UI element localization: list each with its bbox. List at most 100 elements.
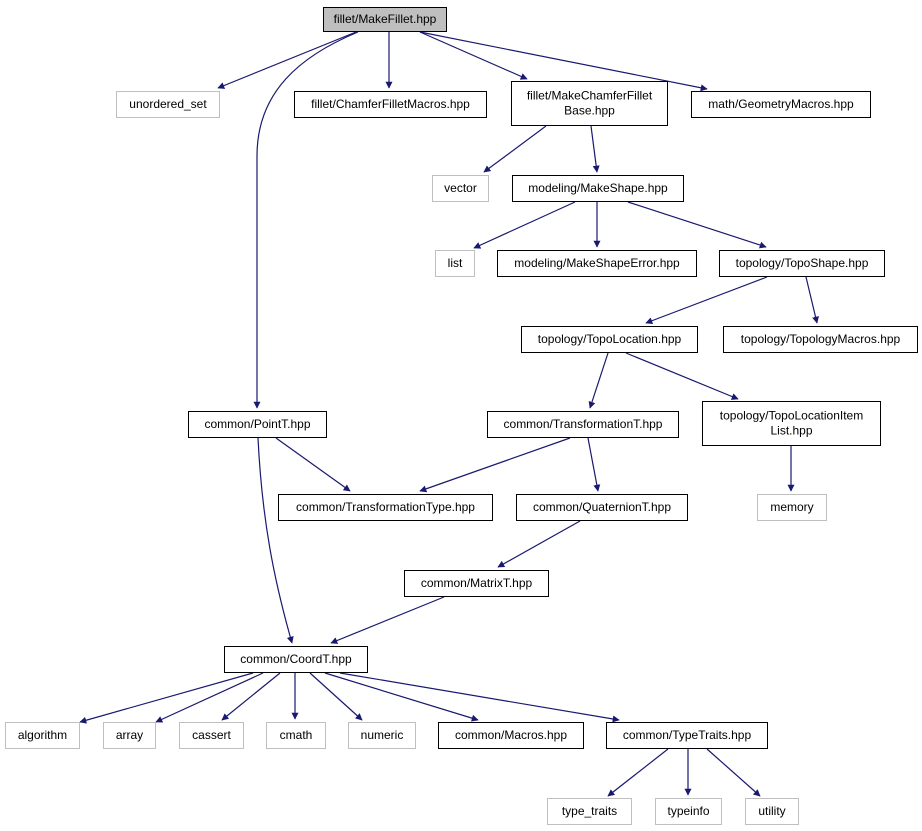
node-tshape[interactable]: topology/TopoShape.hpp — [719, 250, 885, 277]
node-label: fillet/MakeFillet.hpp — [334, 12, 437, 26]
edge-root-to-mcfb — [419, 31, 528, 80]
edge-mshape-to-list — [473, 201, 576, 249]
edge-root-to-point — [253, 31, 359, 409]
node-label: Base.hpp — [564, 104, 615, 118]
node-label: math/GeometryMacros.hpp — [708, 97, 854, 111]
node-box — [179, 722, 244, 749]
node-label: memory — [770, 500, 813, 514]
node-box — [511, 81, 668, 126]
node-label: common/Macros.hpp — [455, 728, 567, 742]
node-label: common/TransformationT.hpp — [504, 417, 663, 431]
node-cfm[interactable]: fillet/ChamferFilletMacros.hpp — [294, 91, 487, 118]
node-label: modeling/MakeShapeError.hpp — [514, 256, 680, 270]
edge-point-to-ttype — [275, 437, 351, 492]
node-tloc[interactable]: topology/TopoLocation.hpp — [521, 326, 698, 353]
node-label: common/PointT.hpp — [204, 417, 310, 431]
node-quat[interactable]: common/QuaternionT.hpp — [516, 494, 688, 521]
node-box — [266, 722, 326, 749]
node-utility: utility — [745, 798, 799, 825]
node-box — [719, 250, 885, 277]
node-algo: algorithm — [5, 722, 80, 749]
node-label: common/TransformationType.hpp — [296, 500, 475, 514]
node-cmath: cmath — [266, 722, 326, 749]
edge-trans-to-quat — [587, 437, 601, 492]
node-box — [655, 798, 722, 825]
node-box — [487, 411, 679, 438]
node-label: topology/TopoLocation.hpp — [538, 332, 682, 346]
node-label: modeling/MakeShape.hpp — [528, 181, 668, 195]
edge-coord-to-macros — [324, 672, 479, 722]
node-numeric: numeric — [348, 722, 416, 749]
node-matrix[interactable]: common/MatrixT.hpp — [404, 570, 549, 597]
node-box — [323, 7, 447, 32]
edge-tloc-to-trans — [588, 352, 609, 409]
node-box — [224, 646, 368, 673]
node-mserr[interactable]: modeling/MakeShapeError.hpp — [497, 250, 697, 277]
node-box — [512, 175, 684, 202]
node-box — [5, 722, 80, 749]
edge-matrix-to-coord — [330, 596, 445, 644]
node-box — [438, 722, 584, 749]
edge-coord-to-ttraits — [339, 672, 620, 723]
node-label: topology/TopoLocationItem — [720, 409, 863, 423]
edge-tloc-to-tlil — [625, 352, 739, 400]
node-label: cmath — [280, 728, 313, 742]
node-box — [702, 401, 881, 446]
node-box — [691, 91, 871, 118]
node-box — [103, 722, 156, 749]
edge-quat-to-matrix — [497, 520, 581, 568]
node-label: fillet/ChamferFilletMacros.hpp — [311, 97, 470, 111]
node-label: vector — [444, 181, 477, 195]
node-mshape[interactable]: modeling/MakeShape.hpp — [512, 175, 684, 202]
edge-mcfb-to-mshape — [590, 125, 600, 173]
node-label: topology/TopologyMacros.hpp — [741, 332, 901, 346]
edge-ttraits-to-typetr — [607, 748, 669, 797]
node-label: List.hpp — [770, 424, 812, 438]
node-label: cassert — [192, 728, 231, 742]
node-label: utility — [758, 804, 785, 818]
edge-tshape-to-tloc — [645, 276, 768, 325]
node-box — [723, 326, 918, 353]
node-tmac[interactable]: topology/TopologyMacros.hpp — [723, 326, 918, 353]
node-box — [294, 91, 487, 118]
node-label: common/QuaternionT.hpp — [533, 500, 671, 514]
edge-tshape-to-tmac — [805, 276, 819, 324]
edge-ttraits-to-utility — [706, 748, 761, 797]
node-uset: unordered_set — [116, 91, 220, 118]
node-ttraits[interactable]: common/TypeTraits.hpp — [606, 722, 768, 749]
node-label: topology/TopoShape.hpp — [736, 256, 869, 270]
edge-mcfb-to-vector — [483, 125, 547, 173]
node-label: list — [448, 256, 463, 270]
edge-mshape-to-tshape — [627, 201, 767, 249]
node-box — [404, 570, 549, 597]
node-macros[interactable]: common/Macros.hpp — [438, 722, 584, 749]
node-box — [188, 411, 327, 438]
edge-coord-to-cassert — [221, 672, 281, 721]
node-label: numeric — [361, 728, 404, 742]
node-label: fillet/MakeChamferFillet — [527, 89, 653, 103]
node-trans[interactable]: common/TransformationT.hpp — [487, 411, 679, 438]
node-coord[interactable]: common/CoordT.hpp — [224, 646, 368, 673]
nodes-layer: fillet/MakeFillet.hpp unordered_set fillet… — [5, 7, 918, 825]
node-label: common/MatrixT.hpp — [421, 576, 533, 590]
node-label: typeinfo — [667, 804, 709, 818]
edge-root-to-geom — [419, 31, 708, 92]
node-geom[interactable]: math/GeometryMacros.hpp — [691, 91, 871, 118]
node-typeinfo: typeinfo — [655, 798, 722, 825]
node-label: algorithm — [18, 728, 67, 742]
edge-root-to-uset — [217, 31, 357, 89]
node-ttype[interactable]: common/TransformationType.hpp — [278, 494, 493, 521]
node-array: array — [103, 722, 156, 749]
node-point[interactable]: common/PointT.hpp — [188, 411, 327, 438]
node-root[interactable]: fillet/MakeFillet.hpp — [323, 7, 447, 32]
edge-coord-to-algo — [79, 672, 254, 724]
edge-coord-to-numeric — [309, 672, 363, 721]
node-box — [606, 722, 768, 749]
node-label: array — [116, 728, 143, 742]
node-typetr: type_traits — [547, 798, 632, 825]
node-cassert: cassert — [179, 722, 244, 749]
node-list: list — [435, 250, 475, 277]
